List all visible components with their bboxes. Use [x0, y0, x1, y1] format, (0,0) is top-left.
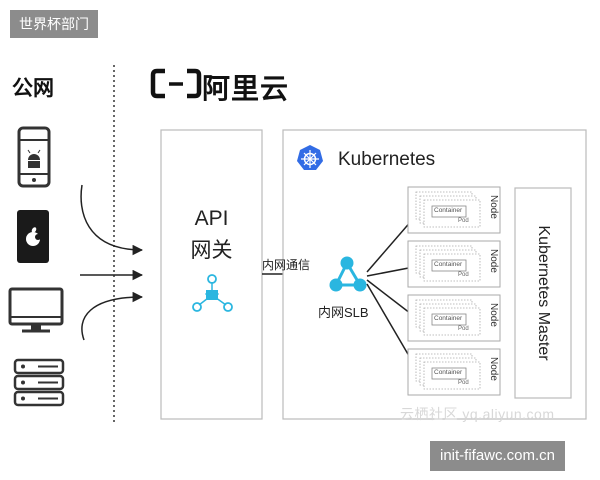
- pod-label: Pod: [458, 326, 469, 332]
- node-label: Node: [488, 195, 499, 219]
- kubernetes-master-label: Kubernetes Master: [515, 188, 571, 398]
- slb-icon: [329, 256, 367, 292]
- node-label: Node: [488, 249, 499, 273]
- kubernetes-master-text: Kubernetes Master: [535, 225, 552, 361]
- container-box: [431, 259, 467, 272]
- aliyun-logo-icon: [150, 68, 202, 99]
- pod-label: Pod: [458, 218, 469, 224]
- inner-comm-label: 内网通信: [262, 258, 311, 272]
- public-net-label: 公网: [12, 77, 54, 100]
- container-label: Container: [434, 261, 463, 268]
- node-group: [407, 186, 501, 234]
- node-group: [407, 294, 501, 342]
- container-box: [431, 313, 467, 326]
- desktop-monitor-icon: [8, 287, 64, 333]
- arrow-curve-bottom: [81, 291, 144, 341]
- kubernetes-master-box: [514, 187, 572, 399]
- watermark-bottom: init-fifawc.com.cn: [430, 441, 566, 471]
- apple-tablet-icon: [17, 210, 49, 263]
- aliyun-brand: 阿里云: [202, 73, 290, 104]
- slb-label: 内网SLB: [318, 305, 369, 320]
- arrow-curve-top: [80, 184, 144, 256]
- api-gateway-line2: 网关: [190, 239, 233, 262]
- watermark-faint: 云栖社区 yq.aliyun.com: [400, 406, 555, 422]
- container-label: Container: [434, 369, 463, 376]
- container-label: Container: [434, 207, 463, 214]
- api-gateway-line1: API: [194, 207, 229, 230]
- api-gateway-icon: [192, 274, 233, 312]
- node-group: [407, 348, 501, 396]
- node-label: Node: [488, 357, 499, 381]
- container-label: Container: [434, 315, 463, 322]
- watermark-top: 世界杯部门: [10, 10, 98, 38]
- kubernetes-helm-icon: [297, 145, 323, 170]
- pod-label: Pod: [458, 380, 469, 386]
- container-box: [431, 205, 467, 218]
- node-list: [407, 186, 501, 396]
- android-phone-icon: [17, 126, 51, 188]
- pod-label: Pod: [458, 272, 469, 278]
- api-gateway-label: API 网关: [160, 203, 263, 267]
- kubernetes-title: Kubernetes: [338, 149, 436, 170]
- node-label: Node: [488, 303, 499, 327]
- node-group: [407, 240, 501, 288]
- container-box: [431, 367, 467, 380]
